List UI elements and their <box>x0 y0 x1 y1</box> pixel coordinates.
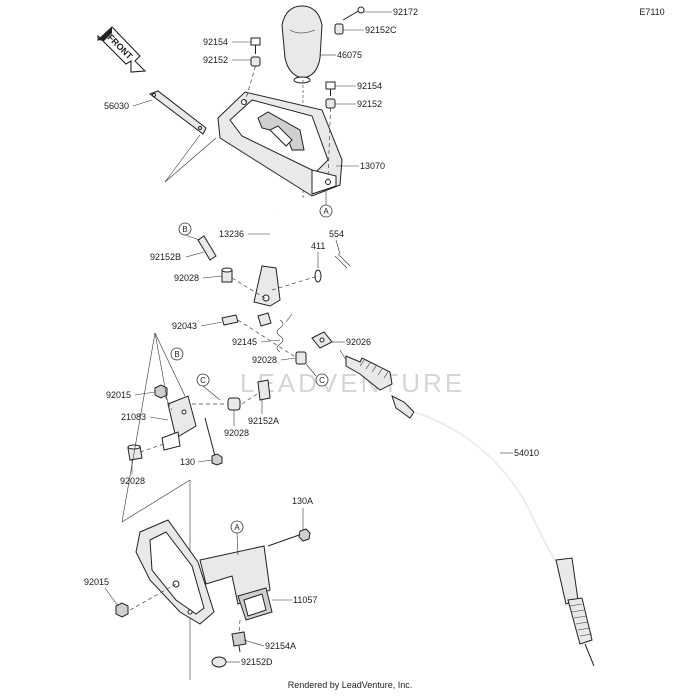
bracket-56030[interactable] <box>148 90 207 135</box>
label-92152d[interactable]: 92152D <box>241 657 273 667</box>
label-92154-top[interactable]: 92154 <box>203 37 228 47</box>
label-46075[interactable]: 46075 <box>337 50 362 60</box>
label-92154a[interactable]: 92154A <box>265 641 296 651</box>
label-130a[interactable]: 130A <box>292 496 313 506</box>
collar-92152d[interactable] <box>211 656 227 668</box>
label-92028-d[interactable]: 92028 <box>120 476 145 486</box>
label-11057[interactable]: 11057 <box>293 595 317 605</box>
label-92152-right[interactable]: 92152 <box>357 99 382 109</box>
label-92015-a[interactable]: 92015 <box>106 390 131 400</box>
label-92145[interactable]: 92145 <box>232 337 257 347</box>
cable-mount-21083[interactable] <box>161 395 197 451</box>
spring-92145[interactable] <box>276 313 293 353</box>
label-54010[interactable]: 54010 <box>514 448 539 458</box>
cable-end-92026[interactable] <box>311 331 333 349</box>
callout-c-2: C <box>315 373 329 387</box>
label-92028-b[interactable]: 92028 <box>252 355 277 365</box>
bushing-92028-d[interactable] <box>127 444 143 461</box>
label-92015-b[interactable]: 92015 <box>84 577 109 587</box>
nut-92015-a[interactable] <box>154 384 168 399</box>
shift-panel-13070[interactable] <box>217 91 343 197</box>
collar-pair-lever[interactable] <box>257 312 272 327</box>
screw-92172[interactable] <box>342 6 365 21</box>
bolt-130[interactable] <box>204 417 223 466</box>
callout-b-1: B <box>178 222 192 236</box>
label-92152c[interactable]: 92152C <box>365 25 397 35</box>
callout-c-1: C <box>196 373 210 387</box>
base-bracket-11057[interactable] <box>135 519 273 625</box>
bolt-92154-right[interactable] <box>325 81 336 96</box>
label-21083[interactable]: 21083 <box>121 412 146 422</box>
collar-92152b[interactable] <box>197 235 217 261</box>
label-13236[interactable]: 13236 <box>219 229 244 239</box>
label-554[interactable]: 554 <box>329 229 344 239</box>
callout-a-2: A <box>230 520 244 534</box>
shift-lever-13236[interactable] <box>253 209 281 307</box>
label-411[interactable]: 411 <box>311 241 325 251</box>
front-arrow-icon: FRONT <box>97 26 147 73</box>
label-92026[interactable]: 92026 <box>346 337 371 347</box>
pin-92043[interactable] <box>221 314 239 326</box>
label-56030[interactable]: 56030 <box>104 101 129 111</box>
callout-a-1: A <box>319 204 333 218</box>
bushing-92028-b[interactable] <box>295 351 307 365</box>
collar-92152c[interactable] <box>334 23 344 35</box>
svg-text:B: B <box>182 225 187 234</box>
collar-92152a[interactable] <box>257 379 271 401</box>
nut-92015-b[interactable] <box>115 602 129 618</box>
label-92152b[interactable]: 92152B <box>150 252 181 262</box>
label-13070[interactable]: 13070 <box>360 161 385 171</box>
collar-92152-top[interactable] <box>250 56 261 67</box>
label-92028-c[interactable]: 92028 <box>224 428 249 438</box>
shift-cable-54010[interactable] <box>345 355 595 667</box>
diagram-code: E7110 <box>639 7 664 17</box>
label-92028-a[interactable]: 92028 <box>174 273 199 283</box>
label-130[interactable]: 130 <box>180 457 195 467</box>
bolt-92154-top[interactable] <box>250 37 261 54</box>
label-92154-right[interactable]: 92154 <box>357 81 382 91</box>
bolt-92154a[interactable] <box>231 631 247 653</box>
shift-knob-46075[interactable] <box>281 5 323 84</box>
washer-411[interactable] <box>314 269 322 283</box>
callout-b-2: B <box>170 347 184 361</box>
label-92172[interactable]: 92172 <box>393 7 418 17</box>
svg-text:C: C <box>200 376 206 385</box>
watermark: LEADVENTURE <box>240 368 465 398</box>
svg-text:C: C <box>319 376 325 385</box>
svg-text:A: A <box>323 207 329 216</box>
footer-credit: Rendered by LeadVenture, Inc. <box>287 680 413 690</box>
bushing-92028-c[interactable] <box>227 397 241 411</box>
label-92152-top[interactable]: 92152 <box>203 55 228 65</box>
bolt-130a[interactable] <box>267 528 311 547</box>
label-92152a[interactable]: 92152A <box>248 416 279 426</box>
label-92043[interactable]: 92043 <box>172 321 197 331</box>
bushing-92028-a[interactable] <box>221 267 233 283</box>
collar-92152-right[interactable] <box>325 98 336 109</box>
svg-text:B: B <box>174 350 179 359</box>
svg-text:A: A <box>234 523 240 532</box>
cotter-pin-554[interactable] <box>334 253 351 269</box>
